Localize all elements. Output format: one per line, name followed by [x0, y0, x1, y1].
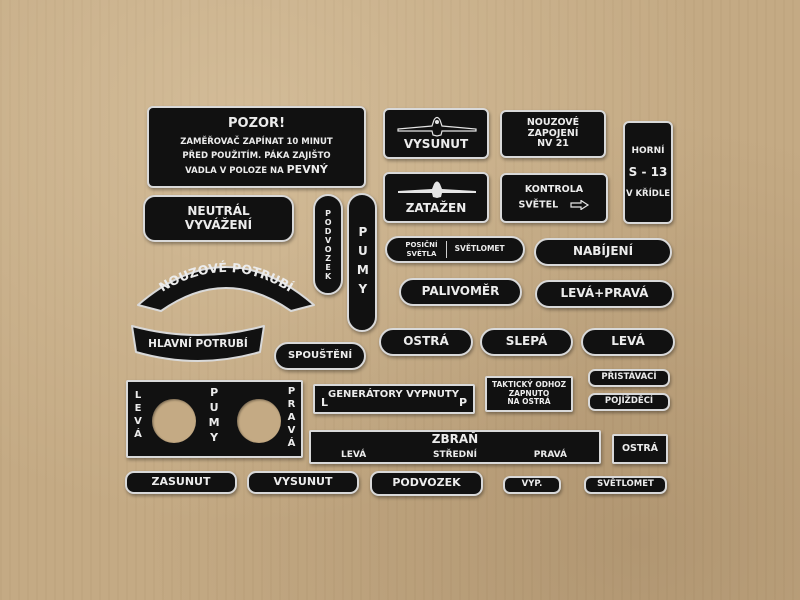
svetla-label: SVĚTLA — [406, 249, 437, 258]
leva-label-1: LEVÁ — [611, 334, 645, 349]
ostra-plate-1: OSTRÁ — [379, 328, 473, 356]
plane-icon — [397, 116, 477, 137]
pumy-panel-left-label: LEVÁ — [132, 390, 144, 442]
vysunut-plane-label: VYSUNUT — [403, 137, 469, 152]
svetlomet-plate-2: SVĚTLOMET — [584, 476, 667, 494]
podvozek-label-2: PODVOZEK — [392, 476, 461, 490]
leva-plate-1: LEVÁ — [581, 328, 675, 356]
neutral-plate: NEUTRÁL VYVÁŽENÍ — [143, 195, 294, 242]
posicni-svetla-plate: POSIČNÍ SVĚTLA SVĚTLOMET — [385, 236, 525, 263]
slepa-label: SLEPÁ — [505, 334, 548, 349]
pozor-line3: VADLA V POLOZE NA PEVNÝ — [185, 164, 328, 177]
pumy-panel-hole-left — [152, 399, 196, 443]
svetlomet-small-label: SVĚTLOMET — [454, 244, 505, 254]
pumy-vertical-plate: PUMY — [347, 193, 377, 332]
spousteni-plate: SPOUŠTĚNÍ — [274, 342, 366, 370]
pozor-title: POZOR! — [228, 115, 285, 131]
plane-icon — [398, 181, 476, 198]
svetel-label: SVĚTEL — [518, 199, 559, 211]
takticky-line3: NA OSTRÁ — [507, 397, 551, 407]
nouzove-zapojeni-line2: ZAPOJENÍ — [527, 127, 579, 139]
ostra-plate-2: OSTRÁ — [612, 434, 668, 464]
palivomer-plate: PALIVOMĚR — [399, 278, 522, 306]
neutral-label: NEUTRÁL — [187, 203, 250, 218]
podvozek-vertical-label: PODVOZEK — [323, 208, 333, 281]
pozor-line3-prefix: VADLA V POLOZE NA — [185, 166, 284, 177]
zatazen-plane-label: ZATAŽEN — [405, 201, 467, 216]
nabijeni-plate: NABÍJENÍ — [534, 238, 672, 266]
posicni-svetla-left: POSIČNÍ SVĚTLA — [397, 241, 447, 258]
pojizdeci-plate: POJÍŽDĚCÍ — [588, 393, 670, 411]
svetlomet-label-2: SVĚTLOMET — [597, 479, 654, 490]
takticky-plate: TAKTICKÝ ODHOZ ZAPNUTO NA OSTRÁ — [485, 376, 573, 412]
leva-prava-label: LEVÁ+PRAVÁ — [560, 286, 649, 301]
ostra-label-2: OSTRÁ — [621, 442, 659, 454]
spousteni-label: SPOUŠTĚNÍ — [287, 350, 353, 362]
generatory-l-label: L — [321, 396, 329, 410]
zatazen-plane-plate: ZATAŽEN — [383, 172, 489, 223]
ostra-label-1: OSTRÁ — [403, 334, 449, 349]
zasunut-plate: ZASUNUT — [125, 471, 237, 494]
generatory-label: GENERÁTORY VYPNUTY — [328, 389, 459, 400]
nouzove-zapojeni-line3: NV 21 — [537, 138, 569, 150]
pumy-panel-plate: LEVÁ PUMY PRAVÁ — [126, 380, 303, 458]
pozor-plate: POZOR! ZAMĚŘOVAČ ZAPÍNAT 10 MINUT PŘED P… — [147, 106, 366, 188]
kontrola-label: KONTROLA — [524, 183, 584, 195]
svetel-row: SVĚTEL — [518, 199, 589, 211]
hlavni-potrubi-plate: HLAVNÍ POTRUBÍ — [131, 325, 265, 362]
vysunut-plane-plate: VYSUNUT — [383, 108, 489, 159]
pozor-line1: ZAMĚŘOVAČ ZAPÍNAT 10 MINUT — [180, 136, 333, 147]
zbran-stredni-label: STŘEDNÍ — [432, 449, 478, 460]
pumy-panel-center-label: PUMY — [207, 386, 221, 446]
hlavni-potrubi-label: HLAVNÍ POTRUBÍ — [148, 337, 248, 350]
pumy-vertical-label: PUMY — [355, 224, 370, 301]
s13-label: S - 13 — [628, 164, 668, 179]
slepa-plate: SLEPÁ — [480, 328, 573, 356]
vyvazeni-label: VYVÁŽENÍ — [184, 217, 253, 232]
vysunut-plate-2: VYSUNUT — [247, 471, 359, 494]
palivomer-label: PALIVOMĚR — [421, 284, 500, 299]
takticky-line1: TAKTICKÝ ODHOZ — [491, 380, 567, 390]
nouzove-zapojeni-line1: NOUZOVÉ — [526, 116, 580, 128]
nabijeni-label: NABÍJENÍ — [572, 244, 634, 259]
kontrola-svetel-plate: KONTROLA SVĚTEL — [500, 173, 608, 223]
takticky-line2: ZAPNUTO — [508, 388, 550, 398]
pumy-panel-right-label: PRAVÁ — [286, 386, 297, 451]
pozor-line2: PŘED POUŽITÍM. PÁKA ZAJIŠTO — [182, 150, 331, 161]
zbran-title: ZBRAŇ — [431, 432, 479, 446]
podvozek-plate-2: PODVOZEK — [370, 471, 483, 496]
generatory-p-label: P — [458, 396, 468, 410]
generatory-plate: L GENERÁTORY VYPNUTY P — [313, 384, 475, 414]
vyp-plate: VYP. — [503, 476, 561, 494]
vyp-label: VYP. — [521, 479, 543, 490]
leva-prava-plate: LEVÁ+PRAVÁ — [535, 280, 674, 308]
zbran-prava-label: PRAVÁ — [533, 449, 567, 460]
v-kridle-label: V KŘÍDLE — [625, 188, 671, 199]
pozor-line3-word: PEVNÝ — [286, 163, 328, 177]
nouzove-zapojeni-plate: NOUZOVÉ ZAPOJENÍ NV 21 — [500, 110, 606, 158]
posicni-label: POSIČNÍ — [405, 241, 438, 250]
zasunut-label: ZASUNUT — [151, 475, 211, 489]
zbran-leva-label: LEVÁ — [341, 449, 367, 460]
pojizdeci-label: POJÍŽDĚCÍ — [604, 396, 654, 407]
pristavaci-label: PŘISTÁVACÍ — [601, 372, 657, 383]
nouzove-potrubi-plate: NOUZOVÉ POTRUBÍ — [137, 260, 315, 312]
pumy-panel-hole-right — [237, 399, 281, 443]
arrow-right-icon — [569, 199, 589, 211]
pristavaci-plate: PŘISTÁVACÍ — [588, 369, 670, 387]
podvozek-vertical-plate: PODVOZEK — [313, 194, 343, 295]
zbran-plate: ZBRAŇ LEVÁ STŘEDNÍ PRAVÁ — [309, 430, 601, 464]
horni-label: HORNÍ — [631, 145, 665, 156]
vysunut-label-2: VYSUNUT — [273, 475, 333, 489]
horni-s13-plate: HORNÍ S - 13 V KŘÍDLE — [623, 121, 673, 224]
